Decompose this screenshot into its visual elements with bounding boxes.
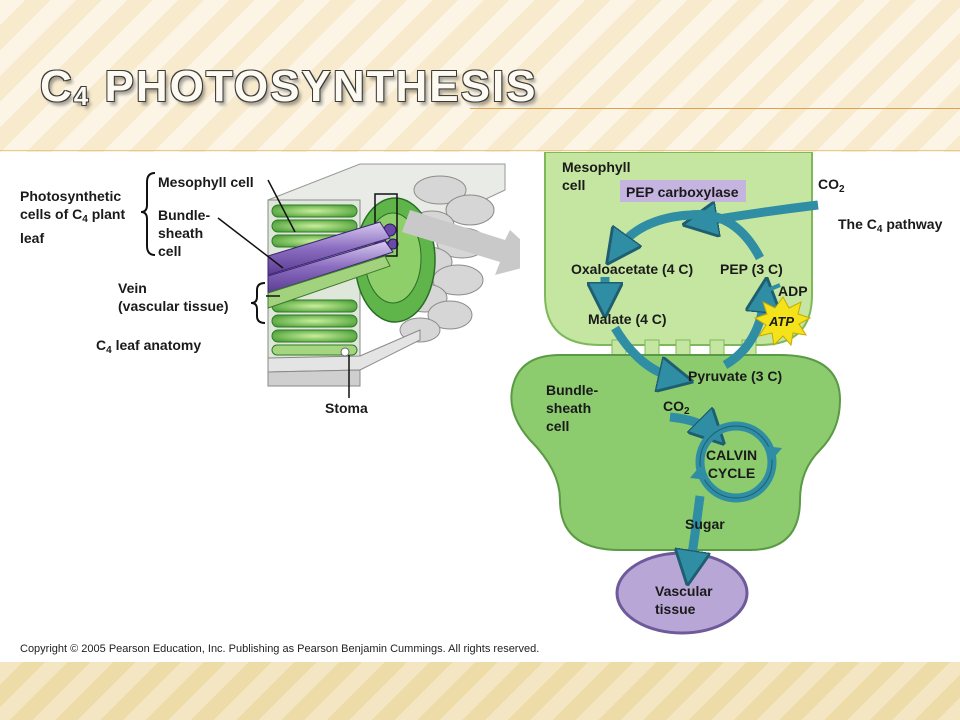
pep-carboxylase-box	[620, 180, 746, 202]
label-bundle-sheath-cell: Bundle- sheath cell	[158, 207, 211, 259]
label-sugar: Sugar	[685, 516, 725, 532]
cells-brace	[140, 172, 156, 256]
c4-pathway-diagram	[510, 152, 842, 635]
leader-mesophyll	[267, 179, 296, 233]
label-leaf-anatomy: C4 leaf anatomy	[96, 337, 202, 356]
pathway-arrows	[605, 200, 819, 568]
label-photosynthetic-cells: Photosynthetic cells of C4 plant leaf	[20, 188, 126, 246]
label-mesophyll: Mesophyll cell	[562, 159, 631, 193]
vein-tubes	[267, 221, 394, 309]
label-calvin-cycle: CALVIN CYCLE	[706, 447, 758, 481]
label-vascular-tissue: Vascular tissue	[655, 583, 713, 617]
title-rule	[470, 108, 960, 109]
calvin-cycle-ring	[690, 421, 782, 503]
label-c4-pathway: The C4 pathway	[838, 216, 943, 235]
label-pep-carboxylase: PEP carboxylase	[626, 184, 739, 200]
mesophyll-cells	[271, 204, 358, 356]
leader-bundle-sheath	[217, 217, 284, 269]
label-adp: ADP	[778, 283, 808, 299]
label-pep: PEP (3 C)	[720, 261, 783, 277]
label-oxaloacetate: Oxaloacetate (4 C)	[571, 261, 694, 277]
bundle-sheath-cell-shape	[510, 354, 842, 551]
zoom-arrow	[402, 210, 520, 275]
label-bundle-sheath: Bundle- sheath cell	[546, 382, 599, 434]
title-divider	[0, 150, 960, 151]
footer-band	[0, 662, 960, 720]
adp-arrow	[767, 283, 781, 292]
copyright-notice: Copyright © 2005 Pearson Education, Inc.…	[20, 643, 540, 655]
slide-title: C4 PHOTOSYNTHESIS	[40, 62, 538, 111]
label-co2-input: CO2	[818, 176, 845, 195]
label-vein: Vein (vascular tissue)	[118, 280, 229, 314]
atp-burst	[753, 296, 812, 347]
label-stoma: Stoma	[325, 400, 368, 416]
label-pyruvate: Pyruvate (3 C)	[688, 368, 783, 384]
label-co2-bundle: CO2	[663, 398, 690, 417]
vein-brace	[250, 282, 266, 324]
label-malate: Malate (4 C)	[588, 311, 667, 327]
label-atp: ATP	[769, 314, 795, 329]
leaf-anatomy-illustration	[140, 163, 520, 398]
label-mesophyll-cell: Mesophyll cell	[158, 174, 254, 190]
